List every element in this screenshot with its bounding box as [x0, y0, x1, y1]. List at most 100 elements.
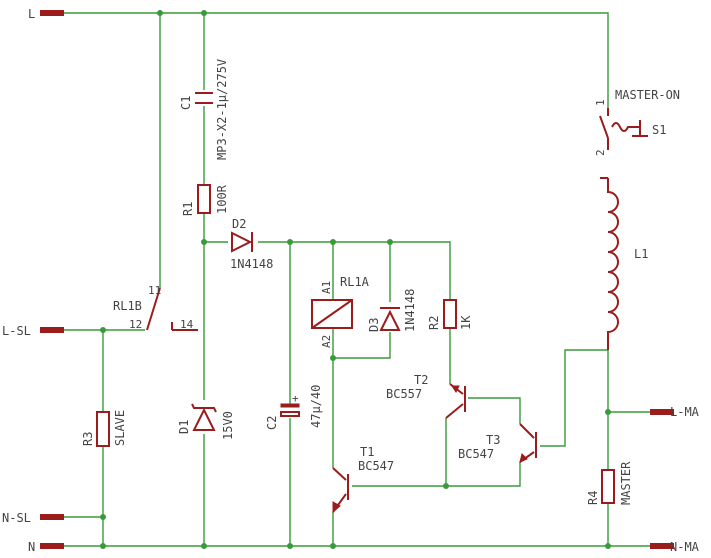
transistor-emitter-arrow [332, 501, 341, 514]
relay-coil-body [311, 299, 353, 329]
capacitor-c1: C1 MP3-X2-1µ/275V [179, 59, 229, 160]
rl1b-pin-11-label: 11 [148, 284, 161, 297]
wire-t3-base-to-l1 [540, 349, 608, 447]
transistor-collector [445, 403, 464, 419]
junction-dot [605, 543, 611, 549]
d2-ref-label: D2 [232, 217, 246, 231]
rl1a-ref-label: RL1A [340, 275, 370, 289]
t2-value-label: BC557 [386, 387, 422, 401]
s1-ref-label: S1 [652, 123, 666, 137]
relay-coil-diagonal [311, 299, 353, 329]
wire-t2-base-to-t3 [468, 397, 521, 424]
t1-ref-label: T1 [360, 445, 374, 459]
junction-dot [330, 543, 336, 549]
terminal-label-l-sl: L-SL [2, 324, 31, 338]
c2-ref-label: C2 [265, 416, 279, 430]
rl1b-pin-12-label: 12 [129, 318, 142, 331]
diode-d3: D3 1N4148 [367, 289, 417, 332]
junction-dot [201, 543, 207, 549]
resistor-r4: R4 MASTER [586, 461, 633, 505]
junction-dot [330, 239, 336, 245]
zener-diode-d1: D1 15V0 [177, 403, 235, 440]
rl1a-pin-a1-label: A1 [320, 281, 333, 294]
relay-contact-blade [146, 287, 161, 331]
junctions [100, 10, 611, 549]
terminal-pin-l-sl [40, 327, 64, 333]
terminal-label-n: N [28, 540, 35, 554]
zener-bar [191, 403, 217, 413]
inductor-coils [607, 178, 619, 350]
junction-dot [100, 327, 106, 333]
d3-ref-label: D3 [367, 318, 381, 332]
junction-dot [100, 543, 106, 549]
c2-polarity-label: + [292, 392, 299, 405]
terminal-pin-n-ma [650, 543, 674, 549]
resistor-body [197, 184, 211, 214]
wire-t3-emitter [446, 462, 521, 487]
c2-value-label: 47µ/40 [309, 385, 323, 428]
r3-value-label: SLAVE [113, 410, 127, 446]
junction-dot [100, 514, 106, 520]
r1-value-label: 100R [215, 184, 229, 214]
t3-ref-label: T3 [486, 433, 500, 447]
l1-ref-label: L1 [634, 247, 648, 261]
terminal-label-l: L [28, 7, 35, 21]
terminal-label-l-ma: L-MA [670, 405, 700, 419]
r4-value-label: MASTER [619, 461, 633, 505]
t2-ref-label: T2 [414, 373, 428, 387]
junction-dot [201, 239, 207, 245]
r1-ref-label: R1 [181, 202, 195, 216]
inductor-l1: L1 [600, 177, 648, 350]
junction-dot [330, 355, 336, 361]
junction-dot [201, 10, 207, 16]
diode-triangle [192, 407, 216, 431]
junction-dot [157, 10, 163, 16]
relay-coil-rl1a: RL1A A1 A2 [311, 275, 370, 348]
terminals: L L-SL N-SL N L-MA N-MA [2, 7, 700, 554]
c1-ref-label: C1 [179, 96, 193, 110]
terminal-pin-n [40, 543, 64, 549]
resistor-r3: R3 SLAVE [81, 410, 127, 447]
r4-ref-label: R4 [586, 491, 600, 505]
s1-value-label: MASTER-ON [615, 88, 680, 102]
terminal-label-n-ma: N-MA [670, 540, 700, 554]
rl1a-pin-a2-label: A2 [320, 335, 333, 348]
resistor-r2: R2 1K [427, 299, 473, 330]
r2-value-label: 1K [459, 315, 473, 330]
s1-pin-2-label: 2 [594, 149, 607, 156]
diode-triangle [231, 231, 253, 253]
junction-dot [387, 239, 393, 245]
terminal-label-n-sl: N-SL [2, 511, 31, 525]
d3-value-label: 1N4148 [403, 289, 417, 332]
diode-d2: D2 1N4148 [230, 217, 273, 271]
resistor-body [96, 411, 110, 447]
capacitor-c2: + C2 47µ/40 [265, 385, 323, 430]
resistor-r1: R1 100R [181, 184, 229, 216]
resistor-body [443, 299, 457, 329]
c1-value-label: MP3-X2-1µ/275V [215, 59, 229, 160]
rl1b-ref-label: RL1B [113, 299, 142, 313]
junction-dot [605, 409, 611, 415]
transistor-emitter-arrow [451, 385, 460, 393]
junction-dot [443, 483, 449, 489]
wire-d2-bus [258, 241, 451, 300]
junction-dot [287, 239, 293, 245]
rl1b-pin-14-label: 14 [180, 318, 194, 331]
d1-value-label: 15V0 [221, 411, 235, 440]
r3-ref-label: R3 [81, 432, 95, 446]
t1-value-label: BC547 [358, 459, 394, 473]
switch-actuator [611, 122, 640, 132]
r2-ref-label: R2 [427, 316, 441, 330]
diode-triangle [379, 309, 401, 331]
transistor-collector [519, 423, 535, 439]
capacitor-plate-hollow [280, 411, 300, 417]
transistor-collector [332, 467, 347, 481]
terminal-pin-n-sl [40, 514, 64, 520]
s1-pin-1-label: 1 [594, 99, 607, 106]
transistor-t1: T1 BC547 [332, 445, 394, 514]
resistor-body [601, 469, 615, 504]
t3-value-label: BC547 [458, 447, 494, 461]
terminal-pin-l-ma [650, 409, 674, 415]
junction-dot [287, 543, 293, 549]
